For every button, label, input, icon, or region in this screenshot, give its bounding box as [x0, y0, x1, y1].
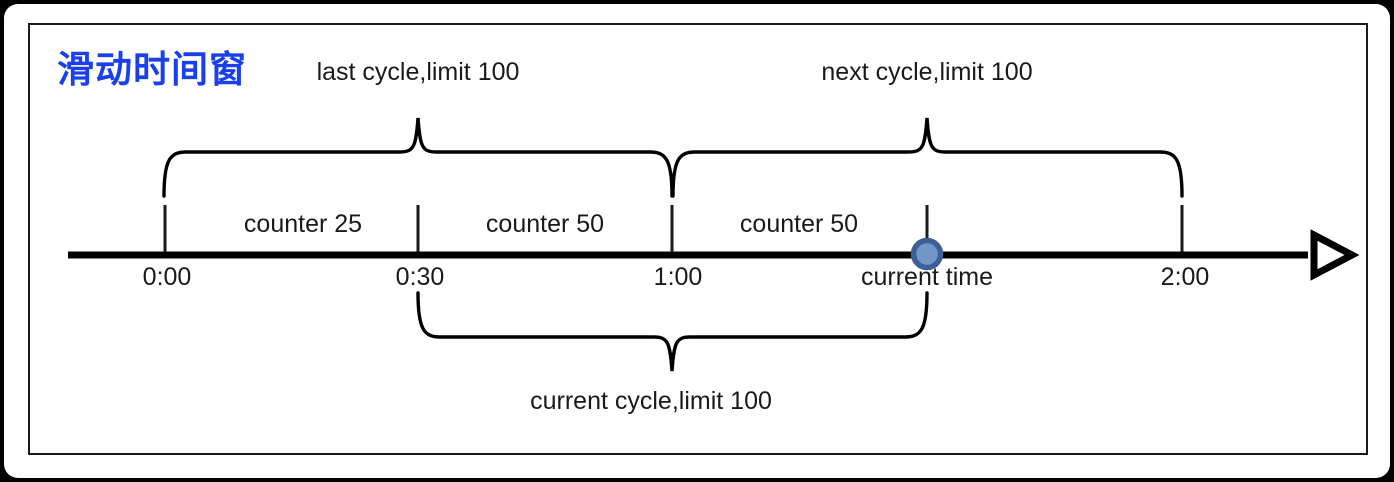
axis-label-2-00: 2:00 [1160, 263, 1210, 291]
brace-current-cycle [416, 291, 929, 372]
segment-label-counter-third: counter 50 [739, 210, 859, 238]
diagram-title: 滑动时间窗 [57, 48, 247, 91]
axis-label-0-00: 0:00 [142, 263, 192, 291]
segment-label-counter-first: counter 25 [243, 210, 363, 238]
axis-arrowhead-icon [1310, 229, 1360, 281]
brace-next-cycle [671, 117, 1184, 198]
brace-last-cycle [162, 117, 674, 198]
diagram-inner-frame [28, 23, 1368, 455]
segment-label-counter-second: counter 50 [485, 210, 605, 238]
brace-label-current-cycle: current cycle,limit 100 [530, 387, 772, 415]
diagram-card [4, 4, 1390, 478]
brace-label-next-cycle: next cycle,limit 100 [821, 58, 1033, 86]
brace-label-last-cycle: last cycle,limit 100 [316, 58, 520, 86]
current-time-marker[interactable] [910, 237, 944, 271]
axis-label-current-time: current time [861, 263, 993, 291]
axis-label-1-00: 1:00 [653, 263, 703, 291]
axis-label-0-30: 0:30 [395, 263, 445, 291]
